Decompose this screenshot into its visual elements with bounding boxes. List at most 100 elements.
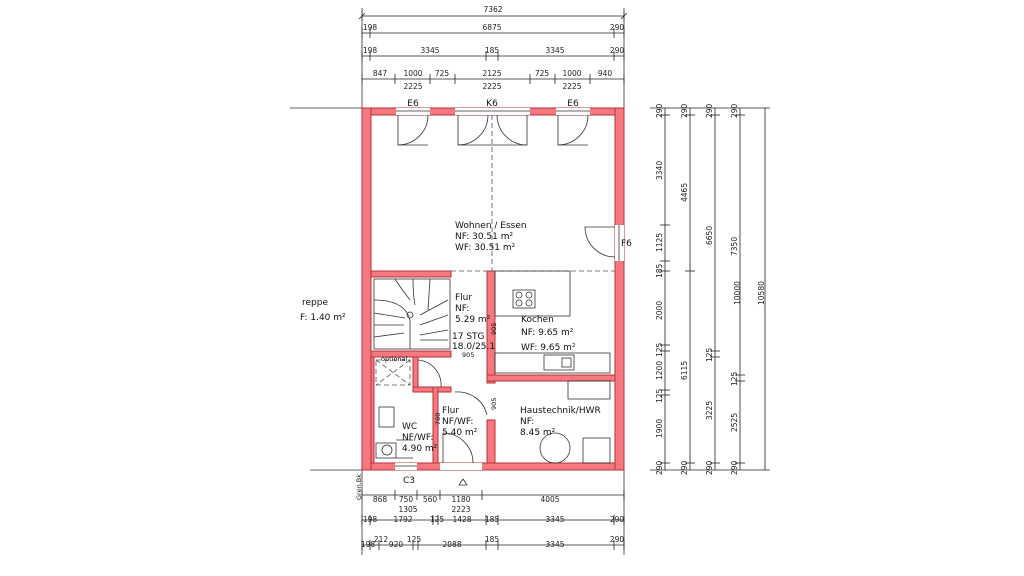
dim-text: 6875: [482, 23, 501, 32]
dim-text: 125: [655, 388, 664, 403]
dim-text: 940: [598, 69, 613, 78]
dim-text: 3345: [545, 46, 564, 55]
dim-text: 2225: [403, 82, 422, 91]
dim-text: 125: [407, 535, 422, 544]
dim-text: 868: [373, 495, 388, 504]
dim-text: 1200: [655, 361, 664, 380]
dim-text: 125: [655, 342, 664, 357]
window-label-k6: K6: [486, 99, 498, 109]
room-nf-wohnen: NF: 30.51 m²: [455, 232, 513, 242]
dim-text: 2223: [451, 505, 470, 514]
dim-text: 185: [485, 535, 500, 544]
dim-text: 7350: [730, 237, 739, 256]
dim-text: 1000: [562, 69, 581, 78]
room-name-treppe: reppe: [302, 298, 328, 308]
window-openings: [395, 108, 624, 470]
washbasin-icon: [378, 406, 395, 428]
dim-text: 290: [730, 460, 739, 475]
window-glazing: [395, 110, 620, 467]
room-name-kochen: Kochen: [521, 315, 554, 325]
dim-text: 2525: [730, 413, 739, 432]
dim-text: 2125: [482, 69, 501, 78]
dim-text: 1792: [393, 515, 412, 524]
kitchen-island: [494, 270, 571, 317]
dim-text: 725: [435, 69, 450, 78]
dim-total-width: 7362: [483, 5, 502, 14]
room-nf-haustechnik: NF:: [520, 417, 534, 427]
dim-text: 1305: [398, 505, 417, 514]
stair-ratio: 18.0/25.1: [452, 342, 495, 352]
dim-text: 198: [361, 540, 376, 549]
dim-text: 290: [655, 460, 664, 475]
room-wf-wohnen: WF: 30.51 m²: [455, 243, 516, 253]
dim-text: 3345: [545, 515, 564, 524]
kitchen-fixtures: [494, 270, 611, 374]
dim-text: 1000: [403, 69, 422, 78]
dim-text: 6115: [680, 361, 689, 380]
tank-icon: [539, 432, 571, 464]
dim-text: 125: [730, 371, 739, 386]
dim-text: 212: [374, 535, 389, 544]
dim-text: 847: [373, 69, 388, 78]
dim-text: 290: [655, 103, 664, 118]
room-nf-kochen: NF: 9.65 m²: [521, 328, 574, 338]
dim-text: 290: [680, 103, 689, 118]
door-dim-upper: 905: [490, 323, 498, 335]
dim-text: 290: [610, 23, 625, 32]
room-nfwf-flur-lower: NF/WF:: [442, 417, 473, 427]
wc-fixtures: [375, 406, 413, 459]
door-swings: [397, 114, 616, 464]
dim-text: 290: [610, 515, 625, 524]
dim-text: 185: [485, 46, 500, 55]
dim-text: 198: [363, 515, 378, 524]
door-dim-lower: 905: [490, 398, 498, 410]
dim-text: 4465: [680, 183, 689, 202]
room-area-flur-upper: 5.29 m²: [455, 315, 491, 325]
dim-text: 290: [610, 46, 625, 55]
dim-text: 3345: [545, 540, 564, 549]
sink-icon: [543, 354, 575, 371]
room-labels: Wohnen / Essen NF: 30.51 m² WF: 30.51 m²…: [300, 221, 632, 500]
flur-wall-dim: 780: [434, 413, 442, 425]
entrance-marker: [458, 478, 468, 486]
dim-text: 2225: [482, 82, 501, 91]
dim-text: 125: [705, 347, 714, 362]
dim-text: 2000: [655, 301, 664, 320]
label-gren: Gren.Bk: [355, 474, 363, 500]
dim-text: 2225: [562, 82, 581, 91]
dim-text: 290: [680, 460, 689, 475]
window-label-c3: C3: [403, 476, 415, 486]
dim-text: 1125: [655, 233, 664, 252]
room-nfwf-wc: NF/WF:: [402, 433, 433, 443]
room-nf-flur-upper: NF:: [455, 304, 469, 314]
dim-text: 198: [363, 23, 378, 32]
dim-text: 4005: [540, 495, 559, 504]
room-area-treppe: F: 1.40 m²: [300, 313, 346, 323]
room-name-wc: WC: [402, 422, 417, 432]
window-label-f6: F6: [621, 239, 632, 249]
room-name-wohnen: Wohnen / Essen: [455, 221, 527, 231]
top-dimensions: 7362 198 6875 290 198 3345 185 3345 290 …: [358, 5, 628, 109]
bottom-dimensions: 868 750 560 1180 4005 1305 2223 198 1792…: [361, 490, 625, 550]
dim-text: 290: [610, 535, 625, 544]
dim-text: 10000: [733, 281, 742, 305]
utility-fixtures: [539, 380, 611, 464]
dim-text: 3340: [655, 161, 664, 180]
interior-walls: [370, 270, 616, 464]
stair-count: 17 STG: [452, 332, 485, 342]
stair-width: 905: [462, 351, 474, 359]
dim-text: 2088: [442, 540, 461, 549]
room-name-flur-lower: Flur: [442, 406, 459, 416]
toilet-icon: [375, 442, 397, 459]
dim-text: 3345: [420, 46, 439, 55]
dim-text: 560: [423, 495, 438, 504]
dim-text: 1180: [451, 495, 470, 504]
room-area-flur-lower: 5.40 m²: [442, 428, 478, 438]
dim-text: 290: [705, 103, 714, 118]
label-optional: optional: [381, 355, 408, 363]
staircase: [373, 278, 451, 350]
cooktop-icon: [512, 289, 536, 309]
dim-text: 185: [655, 263, 664, 278]
room-name-haustechnik: Haustechnik/HWR: [520, 406, 601, 416]
